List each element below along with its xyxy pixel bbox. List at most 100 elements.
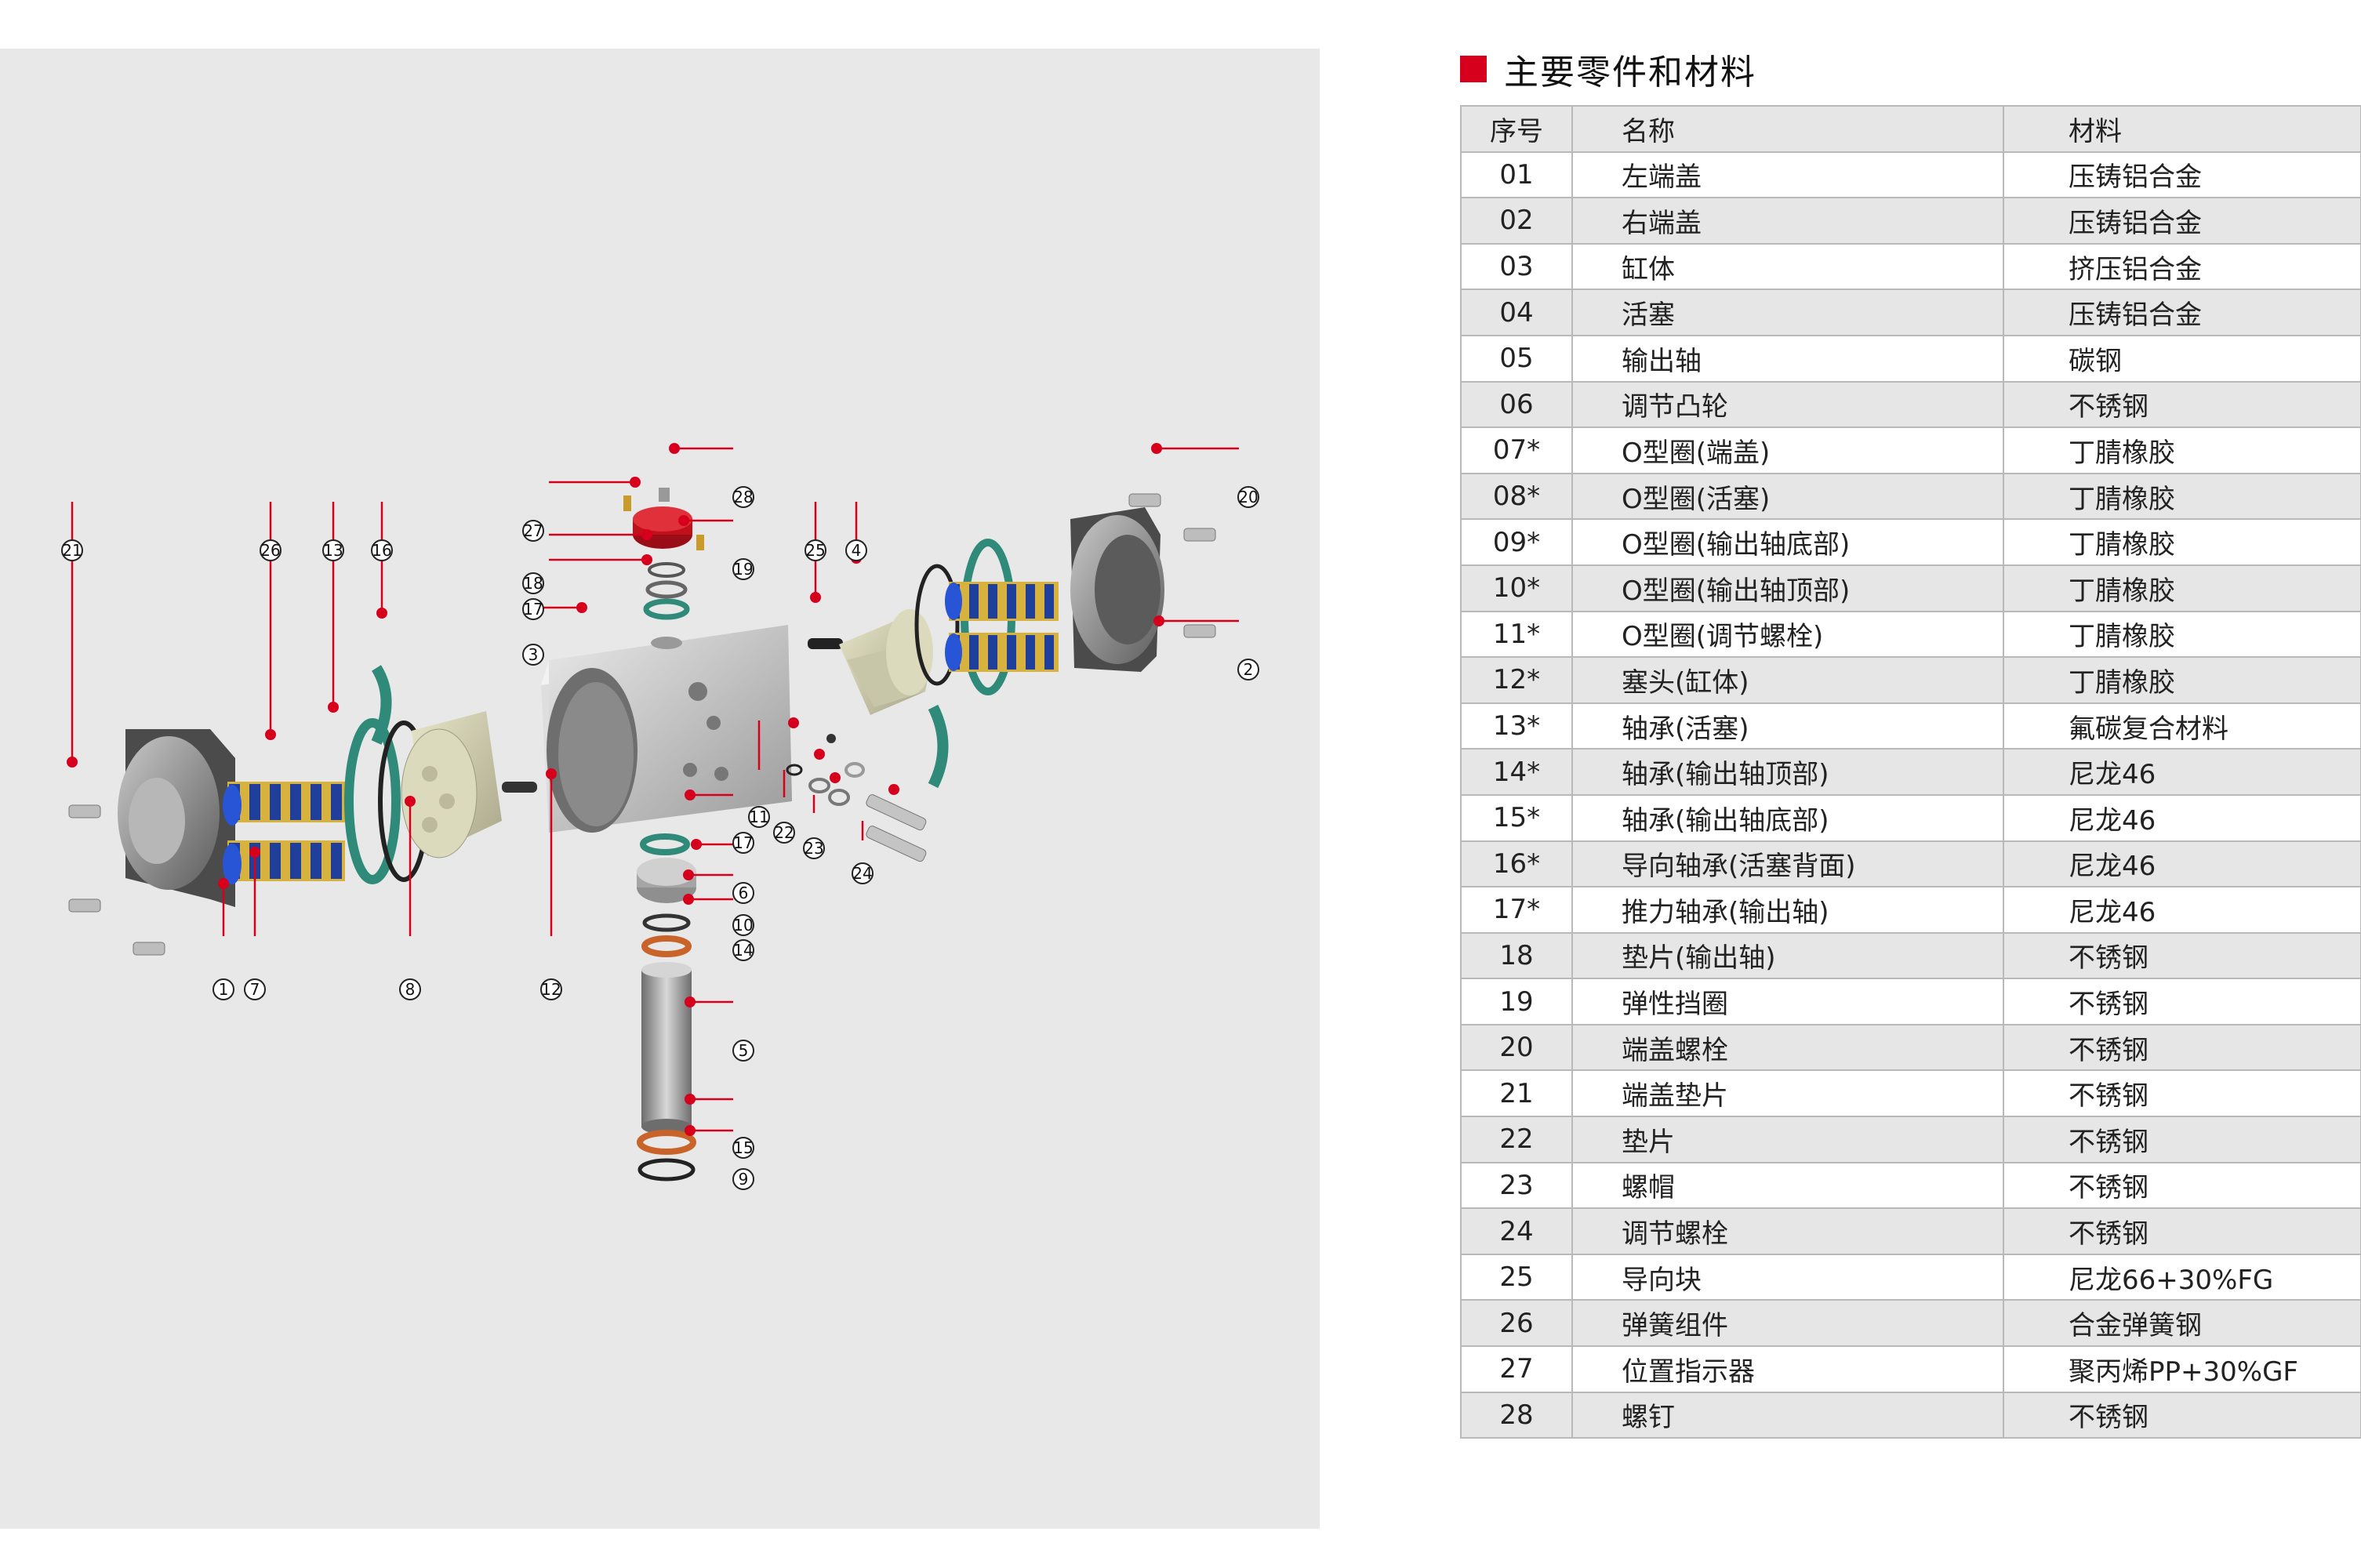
part-material-cell: 不锈钢 xyxy=(2003,1161,2361,1210)
table-row: 12*塞头(缸体)丁腈橡胶 xyxy=(1460,656,2361,704)
column-header-name: 名称 xyxy=(1571,105,2004,153)
callout-number: 27 xyxy=(523,521,543,540)
part-name-cell: 调节螺栓 xyxy=(1571,1207,2004,1255)
part-name-cell: 轴承(活塞) xyxy=(1571,702,2004,750)
table-row: 09*O型圈(输出轴底部)丁腈橡胶 xyxy=(1460,518,2361,566)
callout-number: 28 xyxy=(733,488,753,506)
callout-circle xyxy=(322,539,344,561)
callout-number: 9 xyxy=(739,1170,749,1189)
left-guide-bearing-part xyxy=(371,665,392,745)
callout-circle xyxy=(732,832,754,854)
part-name-cell: 垫片(输出轴) xyxy=(1571,931,2004,980)
callout-circle xyxy=(522,572,544,594)
part-material-cell: 不锈钢 xyxy=(2003,1116,2361,1163)
part-name-cell: 轴承(输出轴底部) xyxy=(1571,793,2004,842)
right-end-cap-part xyxy=(1070,507,1164,672)
column-header-number: 序号 xyxy=(1460,105,1573,153)
part-number-cell: 02 xyxy=(1460,197,1573,245)
part-material-cell: 不锈钢 xyxy=(2003,1207,2361,1255)
part-number-cell: 21 xyxy=(1460,1069,1573,1118)
callout-circle xyxy=(522,598,544,620)
callout-circle xyxy=(773,822,795,844)
cylinder-body-part xyxy=(541,625,792,833)
callout-number: 12 xyxy=(541,980,561,999)
callout-circle xyxy=(260,539,282,561)
part-number-cell: 19 xyxy=(1460,978,1573,1025)
callout-circle xyxy=(212,978,234,1000)
table-row: 08*O型圈(活塞)丁腈橡胶 xyxy=(1460,472,2361,521)
body-plug-part xyxy=(502,782,537,793)
callout-number: 18 xyxy=(523,574,543,593)
part-material-cell: 尼龙46 xyxy=(2003,886,2361,934)
callout-circle xyxy=(1237,486,1259,508)
table-row: 11*O型圈(调节螺栓)丁腈橡胶 xyxy=(1460,610,2361,659)
callout-number: 3 xyxy=(529,645,539,664)
part-name-cell: 螺帽 xyxy=(1571,1161,2004,1210)
table-row: 17*推力轴承(输出轴)尼龙46 xyxy=(1460,886,2361,934)
left-cap-bolts xyxy=(68,804,165,956)
part-material-cell: 聚丙烯PP+30%GF xyxy=(2003,1345,2361,1393)
callout-circle xyxy=(732,882,754,904)
part-material-cell: 丁腈橡胶 xyxy=(2003,656,2361,704)
part-name-cell: O型圈(输出轴底部) xyxy=(1571,518,2004,566)
section-header: 主要零件和材料 xyxy=(1460,45,1756,93)
callout-circle xyxy=(845,539,867,561)
callout-circle xyxy=(748,806,770,828)
callout-circle xyxy=(852,862,874,884)
callout-number: 26 xyxy=(260,541,280,560)
part-material-cell: 氟碳复合材料 xyxy=(2003,702,2361,750)
part-name-cell: 推力轴承(输出轴) xyxy=(1571,886,2004,934)
part-material-cell: 丁腈橡胶 xyxy=(2003,610,2361,659)
callout-number: 15 xyxy=(733,1138,753,1157)
part-material-cell: 不锈钢 xyxy=(2003,1023,2361,1072)
callout-number: 17 xyxy=(523,600,543,619)
part-material-cell: 丁腈橡胶 xyxy=(2003,426,2361,474)
callout-number: 7 xyxy=(250,980,260,999)
left-spring-assembly xyxy=(223,782,345,884)
table-row: 16*导向轴承(活塞背面)尼龙46 xyxy=(1460,840,2361,888)
table-row: 14*轴承(输出轴顶部)尼龙46 xyxy=(1460,748,2361,796)
part-number-cell: 12* xyxy=(1460,656,1573,704)
callout-circle xyxy=(522,644,544,666)
column-header-material: 材料 xyxy=(2003,105,2361,153)
part-material-cell: 碳钢 xyxy=(2003,334,2361,383)
part-name-cell: 轴承(输出轴顶部) xyxy=(1571,748,2004,796)
callout-number: 2 xyxy=(1244,660,1254,679)
position-indicator-part xyxy=(623,488,704,550)
part-name-cell: O型圈(端盖) xyxy=(1571,426,2004,474)
callout-circle xyxy=(732,1040,754,1062)
part-number-cell: 18 xyxy=(1460,931,1573,980)
shaft-top-rings xyxy=(643,562,690,620)
part-name-cell: 弹性挡圈 xyxy=(1571,978,2004,1025)
part-material-cell: 丁腈橡胶 xyxy=(2003,472,2361,521)
callout-number: 1 xyxy=(219,980,229,999)
part-material-cell: 丁腈橡胶 xyxy=(2003,518,2361,566)
part-number-cell: 24 xyxy=(1460,1207,1573,1255)
part-number-cell: 20 xyxy=(1460,1023,1573,1072)
part-number-cell: 23 xyxy=(1460,1161,1573,1210)
part-material-cell: 压铸铝合金 xyxy=(2003,151,2361,199)
callout-number: 4 xyxy=(852,541,862,560)
table-row: 10*O型圈(输出轴顶部)丁腈橡胶 xyxy=(1460,564,2361,612)
callout-number: 23 xyxy=(804,839,823,858)
callout-circle xyxy=(371,539,393,561)
part-number-cell: 08* xyxy=(1460,472,1573,521)
right-guide-bearing-part xyxy=(928,704,949,789)
red-square-icon xyxy=(1460,56,1487,82)
part-material-cell: 尼龙46 xyxy=(2003,793,2361,842)
part-number-cell: 27 xyxy=(1460,1345,1573,1393)
right-piston-part xyxy=(839,609,933,715)
part-material-cell: 不锈钢 xyxy=(2003,1069,2361,1118)
part-material-cell: 不锈钢 xyxy=(2003,1391,2361,1439)
part-name-cell: 导向轴承(活塞背面) xyxy=(1571,840,2004,888)
